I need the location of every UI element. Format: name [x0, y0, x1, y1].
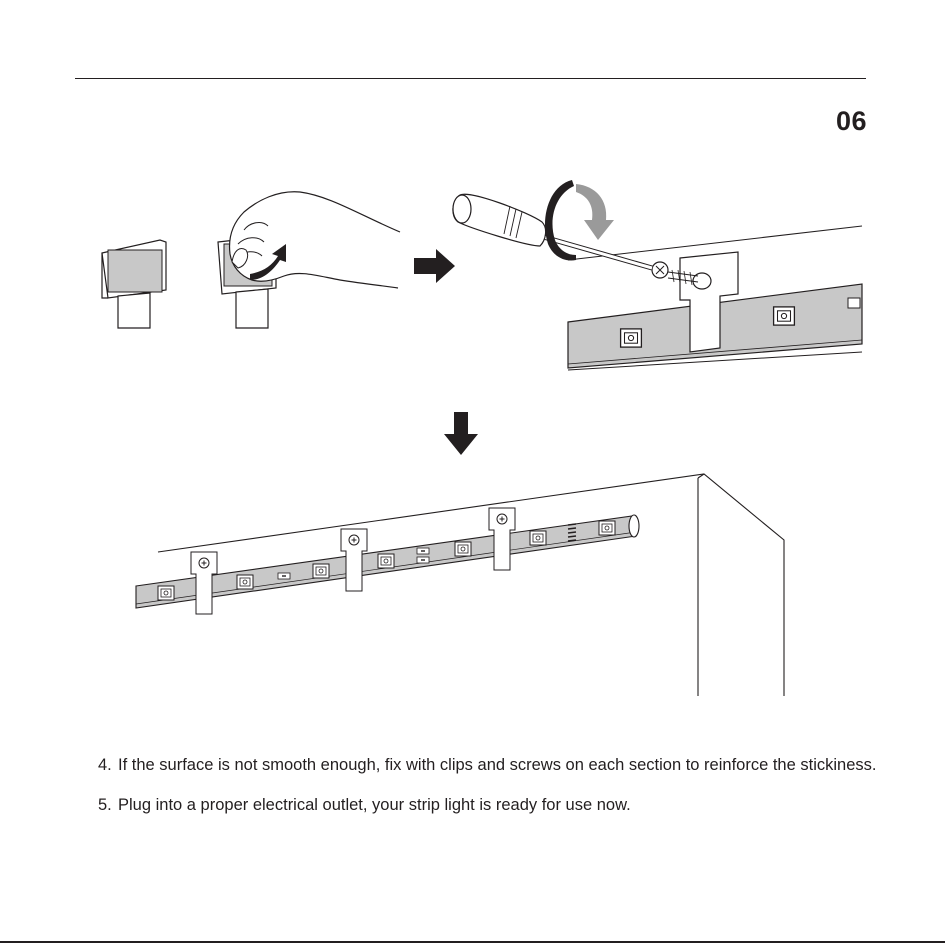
instruction-steps: 4. If the surface is not smooth enough, … [98, 752, 898, 832]
arrow-right-icon [414, 249, 455, 283]
step-number: 4. [98, 752, 118, 778]
step-item: 4. If the surface is not smooth enough, … [98, 752, 898, 778]
installation-illustration [0, 0, 945, 730]
step-text: Plug into a proper electrical outlet, yo… [118, 792, 898, 818]
bottom-divider [0, 941, 945, 943]
step-item: 5. Plug into a proper electrical outlet,… [98, 792, 898, 818]
arrow-down-icon [444, 412, 478, 455]
step-text: If the surface is not smooth enough, fix… [118, 752, 898, 778]
clip-icon [102, 240, 166, 328]
step-number: 5. [98, 792, 118, 818]
